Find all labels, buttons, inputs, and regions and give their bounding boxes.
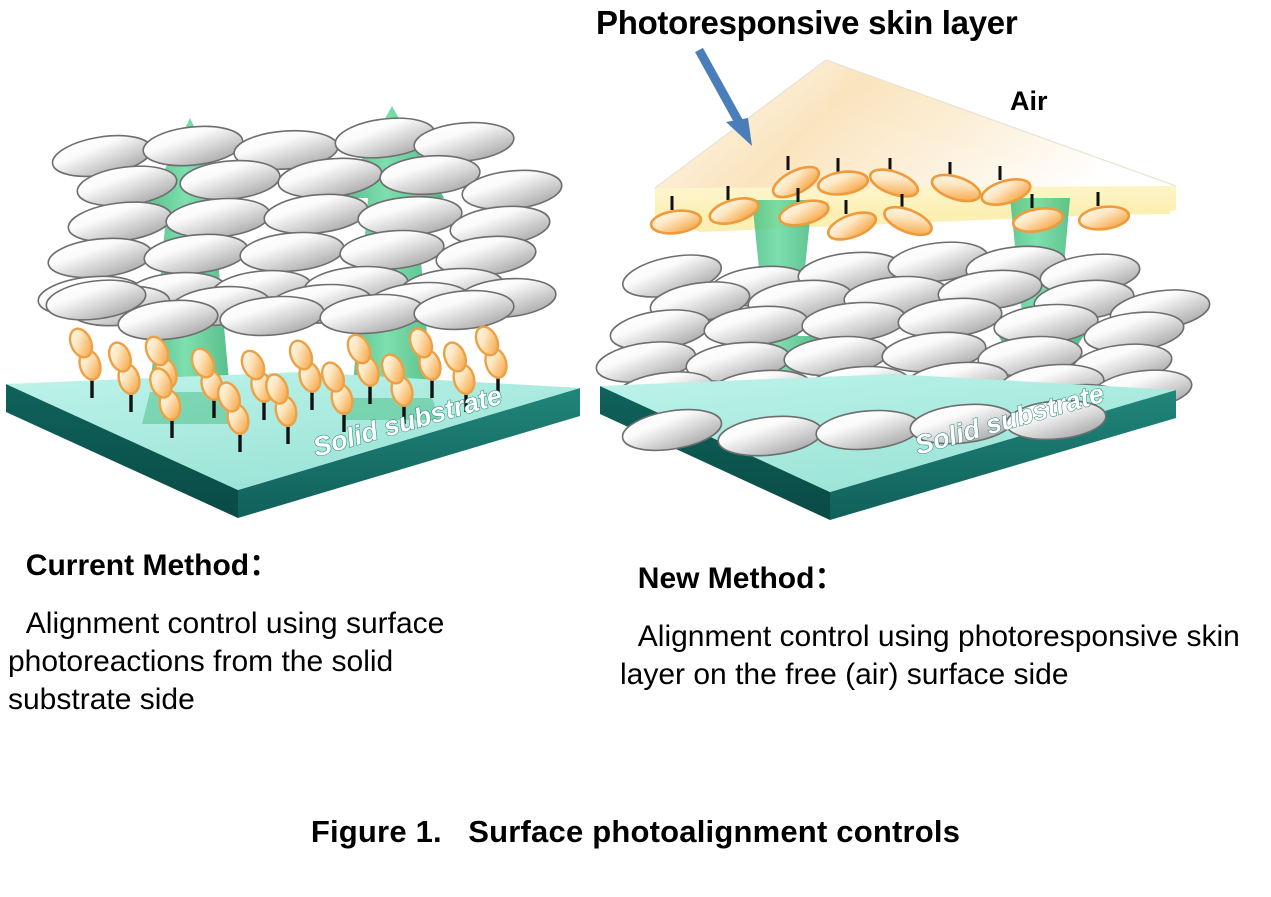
skin-layer-top-surface (655, 60, 1176, 206)
surface-unit (265, 373, 298, 444)
panel-left-current-method: Solid substrate (6, 106, 580, 518)
skin-unit (930, 162, 982, 203)
surface-unit (68, 327, 102, 398)
skin-unit (868, 158, 920, 198)
new-method-heading: New Method： (637, 562, 845, 596)
skin-unit (771, 156, 821, 199)
beam-footprint-2 (344, 398, 440, 420)
caption-right-panel: New Method： Alignment control using phot… (620, 540, 1270, 714)
skin-unit (1077, 192, 1131, 231)
skin-unit (980, 166, 1032, 206)
substrate-left-top-face (6, 372, 580, 490)
surface-unit (346, 333, 380, 404)
surface-unit (320, 361, 354, 432)
current-method-description: Alignment control using surface photorea… (8, 607, 453, 716)
skin-unit (649, 196, 703, 235)
skin-unit (883, 194, 933, 237)
figure-caption: Figure 1. Surface photoalignment control… (310, 814, 961, 849)
substrate-left (6, 372, 580, 518)
blue-pointer-arrow (695, 47, 752, 146)
air-label: Air (1010, 86, 1048, 116)
surface-unit-group-left (68, 325, 508, 452)
bulk-mesogen-group-right-bottom (621, 399, 1107, 457)
surface-unit (380, 353, 414, 424)
surface-unit (216, 381, 250, 452)
skin-unit (778, 188, 830, 227)
skin-unit (708, 186, 760, 225)
skin-layer-title: Photoresponsive skin layer (596, 4, 1018, 41)
surface-unit (442, 341, 476, 412)
substrate-left-right-face (238, 388, 580, 518)
substrate-left-front-face (6, 384, 238, 518)
skin-unit (826, 200, 878, 241)
photoresponsive-skin-layer (654, 59, 1177, 232)
bulk-mesogen-group-left (37, 117, 563, 341)
skin-unit-group (649, 156, 1131, 241)
current-method-heading: Current Method： (25, 549, 280, 583)
surface-unit (288, 339, 322, 410)
skin-unit (1012, 194, 1064, 233)
surface-unit (408, 327, 442, 398)
caption-left-panel: Current Method： Alignment control using … (8, 527, 478, 739)
panel-right-new-method: Solid substrate (595, 47, 1211, 520)
surface-unit (474, 325, 508, 396)
new-method-description: Alignment control using photoresponsive … (620, 620, 1249, 691)
skin-unit (816, 158, 870, 196)
surface-unit (107, 341, 141, 412)
surface-unit (149, 367, 182, 438)
